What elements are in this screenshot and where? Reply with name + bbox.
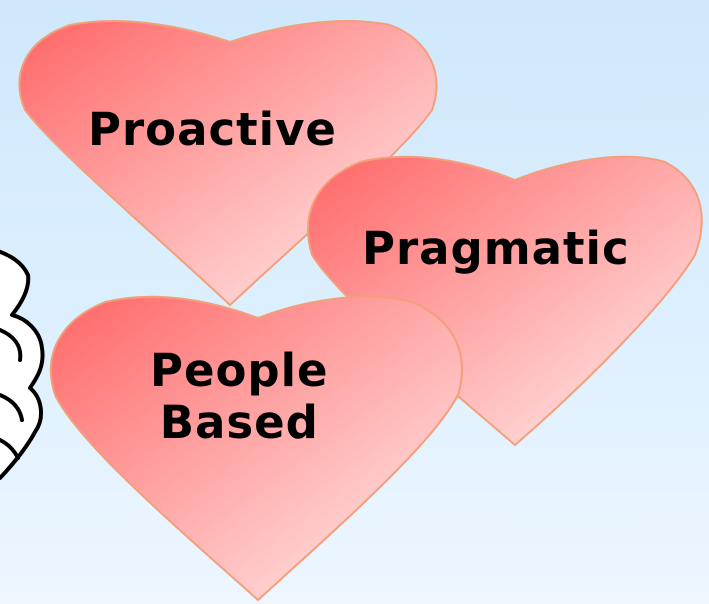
heart-label-people: People: [150, 344, 329, 397]
heart-label-based: Based: [159, 395, 319, 449]
heart-label-pragmatic: Pragmatic: [362, 222, 630, 275]
heart-pragmatic: [307, 155, 703, 447]
thumbs-up-hand-icon: [0, 249, 45, 480]
heart-proactive: [18, 20, 438, 307]
heart-label-proactive: Proactive: [88, 103, 337, 156]
heart-people-based: [50, 295, 463, 602]
heart-label-people-based: People Based: [150, 345, 329, 449]
